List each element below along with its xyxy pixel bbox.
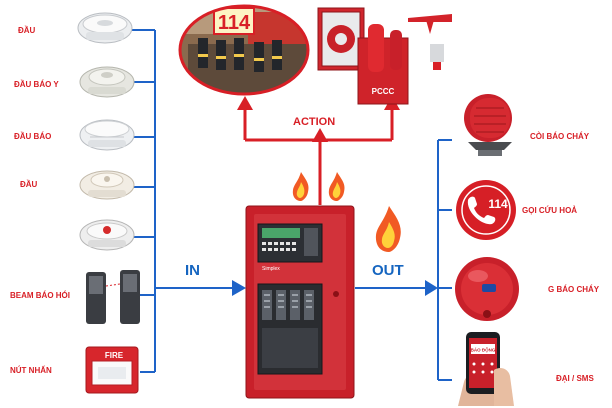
- emergency-call-icon: 114: [456, 180, 516, 240]
- output-label-1: CÒI BÁO CHÁY: [530, 132, 590, 141]
- fire-bell-icon: [455, 257, 519, 321]
- firefighters-photo: 114: [178, 4, 310, 96]
- input-label-4: ĐẦU: [20, 180, 38, 189]
- phone-screen-text: BÁO ĐỘNG: [471, 346, 496, 353]
- flame-icon: [375, 206, 401, 252]
- manual-call-point-icon: FIRE: [85, 346, 139, 394]
- panel-brand: Simplex: [262, 266, 280, 272]
- output-label-4: ĐẠI / SMS: [556, 374, 594, 383]
- smoke-detector-icon: [77, 12, 133, 44]
- input-label-7: NÚT NHẤN: [10, 366, 52, 375]
- smoke-detector-icon: [79, 119, 135, 151]
- output-label-3: G BÁO CHÁY: [548, 285, 600, 294]
- siren-icon: [464, 94, 512, 156]
- mobile-phone-icon: BÁO ĐỘNG: [458, 332, 514, 406]
- fire-equipment-icon: PCCC: [317, 7, 452, 105]
- beam-detector-icon: [86, 270, 140, 324]
- emergency-number-badge: 114: [218, 12, 251, 34]
- flame-icon: [328, 172, 345, 201]
- action-label: ACTION: [293, 116, 336, 128]
- out-label: OUT: [372, 262, 404, 279]
- extinguisher-stand-text: PCCC: [372, 87, 395, 96]
- input-label-1: ĐẦU: [18, 26, 36, 35]
- call-badge: 114: [488, 197, 508, 211]
- in-label: IN: [185, 262, 200, 279]
- multi-sensor-detector-icon: [79, 219, 135, 251]
- manual-call-text: FIRE: [105, 351, 124, 360]
- heat-detector-icon: [79, 170, 135, 200]
- input-label-2: ĐẦU BÁO Y: [14, 80, 59, 89]
- input-label-3: ĐẦU BÁO: [14, 132, 52, 141]
- heat-detector-icon: [79, 66, 135, 98]
- output-label-2: GỌI CỨU HOẢ: [522, 206, 578, 215]
- fire-alarm-control-panel: Simplex: [245, 205, 355, 399]
- flame-icon: [292, 172, 309, 201]
- input-label-6: BEAM BÁO HÓI: [10, 291, 70, 300]
